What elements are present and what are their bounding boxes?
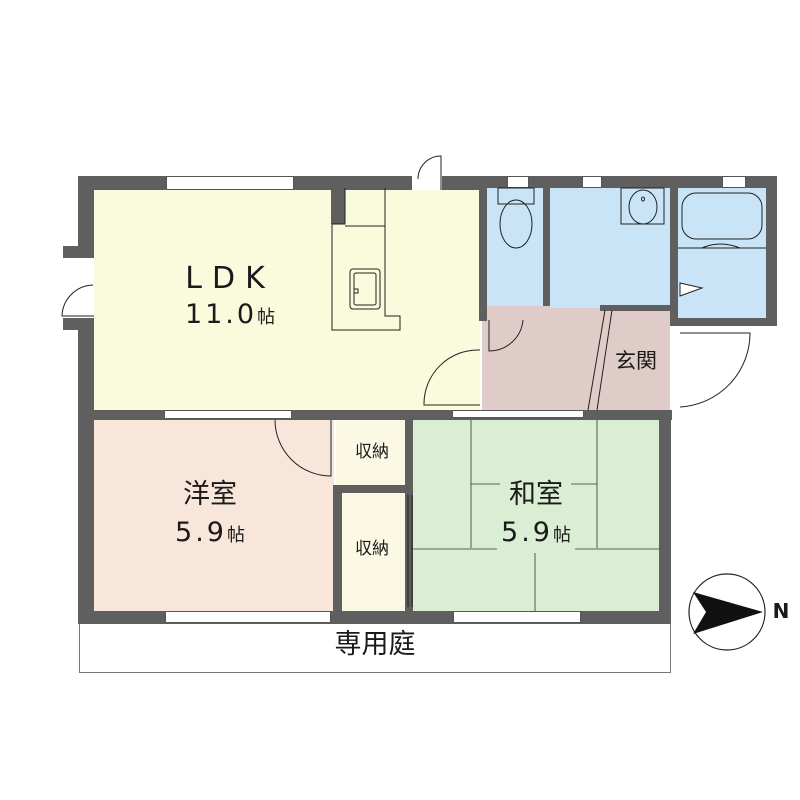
entrance-label: 玄関 [615, 349, 657, 373]
toilet-bowl-icon [499, 199, 533, 249]
window-ldk-bottom [164, 410, 292, 419]
wall-top-wet [480, 176, 776, 188]
wall-bath-left [670, 176, 678, 326]
opening-left-door [63, 258, 94, 318]
wall-toilet-right [543, 176, 550, 306]
wall-right-bath [766, 176, 777, 326]
wall-right-japanese [659, 412, 671, 624]
wall-storage-right [405, 420, 413, 615]
door-swing-ldk-left [61, 284, 94, 317]
window-japanese-top [452, 410, 584, 418]
wall-kitchen-stub [331, 188, 345, 224]
kitchen-sink-icon [349, 268, 381, 310]
japanese-room-size-value: 5.9 [501, 517, 553, 548]
storage-bottom-label: 収納 [355, 539, 389, 559]
ldk-label: LDK [185, 261, 275, 296]
tatami-lines [413, 420, 659, 611]
storage-top [336, 420, 406, 486]
garden-label: 専用庭 [334, 629, 416, 660]
door-swing-toilet [488, 319, 524, 352]
toilet-tank-icon [497, 187, 535, 205]
window-bath [722, 176, 746, 188]
opening-entrance-door [670, 326, 680, 404]
ldk-size-unit: 帖 [257, 307, 276, 328]
ldk-size: 11.0帖 [160, 300, 300, 330]
door-swing-entrance [679, 332, 751, 408]
japanese-room-size-unit: 帖 [552, 525, 571, 546]
window-washroom [582, 176, 602, 188]
compass-north-label: N [772, 599, 790, 623]
window-japanese-bottom [453, 611, 581, 623]
bathroom [678, 188, 766, 318]
japanese-room [413, 420, 659, 612]
western-room [94, 420, 334, 612]
bathtub-icon [681, 192, 763, 240]
door-swing-western [274, 419, 332, 477]
western-room-label: 洋室 [183, 479, 237, 510]
entrance-step [587, 309, 606, 411]
wall-wash-bottom [600, 305, 672, 311]
bath-door-icon [679, 282, 704, 297]
kitchen-counter [331, 188, 401, 331]
wall-storage-mid [336, 485, 408, 493]
ldk-size-value: 11.0 [184, 299, 258, 330]
private-garden [79, 624, 671, 673]
wall-toilet-left [479, 176, 487, 321]
western-room-size-unit: 帖 [226, 525, 245, 546]
storage-bottom [342, 493, 406, 611]
opening-top-door [412, 176, 442, 190]
japanese-room-size: 5.9帖 [476, 518, 596, 548]
wash-basin-icon [620, 187, 665, 225]
entrance-area [482, 306, 670, 412]
door-swing-ldk-entrance [423, 349, 481, 406]
ldk-room [94, 190, 480, 412]
window-ldk-top [166, 176, 294, 190]
storage-top-label: 収納 [355, 442, 389, 462]
western-room-size: 5.9帖 [150, 518, 270, 548]
western-room-size-value: 5.9 [175, 517, 227, 548]
door-swing-top [417, 155, 442, 190]
toilet-room [487, 188, 543, 306]
window-western-bottom [165, 611, 331, 623]
wall-western-right [333, 485, 342, 615]
japanese-room-label: 和室 [509, 479, 563, 510]
wall-bath-bottom [670, 318, 777, 326]
compass-icon [688, 573, 766, 651]
washroom [550, 188, 672, 308]
